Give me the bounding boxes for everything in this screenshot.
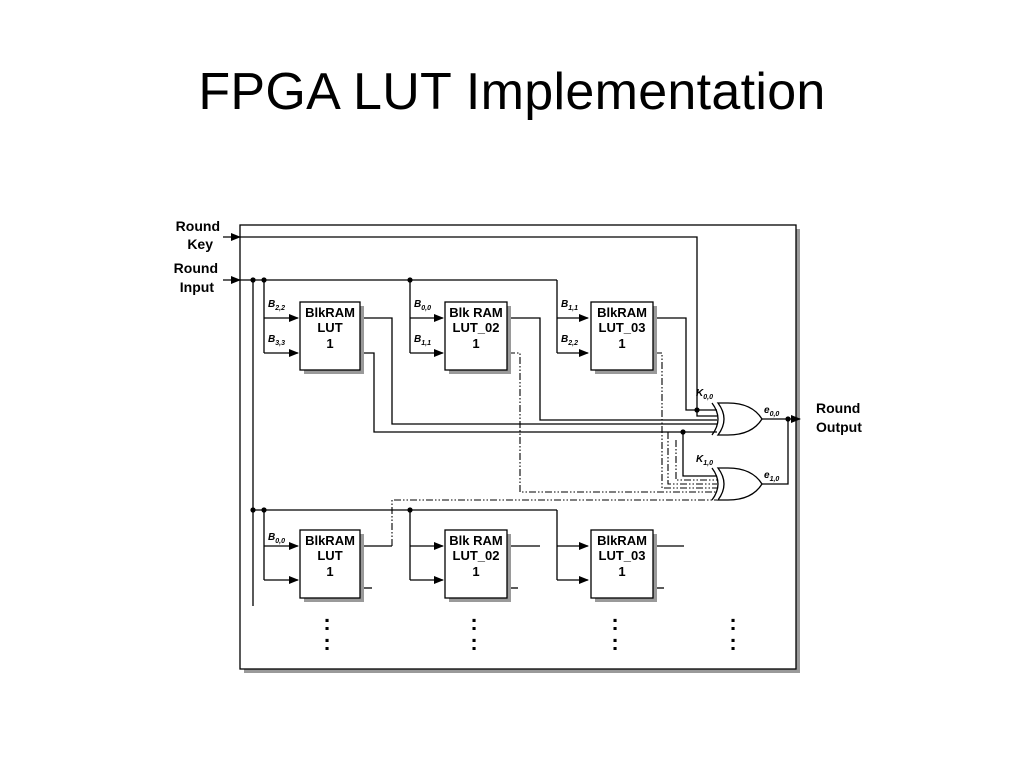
row1-lut2-input-a: B0,0	[414, 299, 431, 312]
e00-label: e0,0	[764, 405, 779, 418]
outer-frame	[239, 224, 800, 673]
round-input-label-2: Input	[180, 279, 215, 295]
svg-text::: :	[611, 630, 618, 655]
svg-text:1: 1	[618, 564, 625, 579]
dashed-wiring	[391, 352, 717, 546]
svg-text:BlkRAM: BlkRAM	[597, 305, 647, 320]
svg-text:1: 1	[618, 336, 625, 351]
svg-text:LUT_03: LUT_03	[599, 548, 646, 563]
row1-lut-2: Blk RAM LUT_02 1	[444, 301, 511, 374]
svg-text::: :	[323, 630, 330, 655]
row1-lut3-input-a: B1,1	[561, 299, 578, 312]
xor-gate-e00	[711, 402, 763, 436]
svg-text:1: 1	[326, 336, 333, 351]
xor-gate-e10	[711, 467, 763, 501]
svg-text::: :	[470, 610, 477, 635]
svg-text::: :	[470, 630, 477, 655]
row1-lut1-input-b: B3,3	[268, 334, 285, 347]
row1-lut-3: BlkRAM LUT_03 1	[590, 301, 657, 374]
round-output-label-1: Round	[816, 400, 860, 416]
row2-lut-2: Blk RAM LUT_02 1	[444, 529, 511, 602]
solid-wiring	[240, 236, 801, 606]
svg-text:LUT_02: LUT_02	[453, 548, 500, 563]
svg-text:1: 1	[326, 564, 333, 579]
svg-text::: :	[323, 610, 330, 635]
round-key-label-2: Key	[187, 236, 213, 252]
row1-lut2-input-b: B1,1	[414, 334, 431, 347]
svg-text:BlkRAM: BlkRAM	[597, 533, 647, 548]
svg-text:LUT_02: LUT_02	[453, 320, 500, 335]
row2-lut-1: BlkRAM LUT 1	[299, 529, 364, 602]
continuation-dots: : : : : : : : :	[323, 610, 736, 655]
e10-label: e1,0	[764, 470, 779, 483]
svg-text:LUT: LUT	[317, 320, 342, 335]
junction-dots	[250, 277, 791, 513]
k10-label: K1,0	[696, 454, 713, 467]
row1-lut3-input-b: B2,2	[561, 334, 578, 347]
round-input-label-1: Round	[174, 260, 218, 276]
svg-text:LUT: LUT	[317, 548, 342, 563]
svg-text:1: 1	[472, 564, 479, 579]
svg-text:BlkRAM: BlkRAM	[305, 305, 355, 320]
svg-text::: :	[729, 610, 736, 635]
k00-label: K0,0	[696, 388, 713, 401]
round-key-label-1: Round	[176, 218, 220, 234]
row2-lut-3: BlkRAM LUT_03 1	[590, 529, 657, 602]
svg-text:1: 1	[472, 336, 479, 351]
svg-text:Blk RAM: Blk RAM	[449, 533, 502, 548]
row1-lut1-input-a: B2,2	[268, 299, 285, 312]
svg-text:LUT_03: LUT_03	[599, 320, 646, 335]
svg-text:Blk RAM: Blk RAM	[449, 305, 502, 320]
slide-title: FPGA LUT Implementation	[198, 63, 826, 121]
round-output-label-2: Output	[816, 419, 862, 435]
svg-text::: :	[611, 610, 618, 635]
row1-lut-1: BlkRAM LUT 1	[299, 301, 364, 374]
svg-text::: :	[729, 630, 736, 655]
row2-lut1-input-a: B0,0	[268, 532, 285, 545]
svg-text:BlkRAM: BlkRAM	[305, 533, 355, 548]
